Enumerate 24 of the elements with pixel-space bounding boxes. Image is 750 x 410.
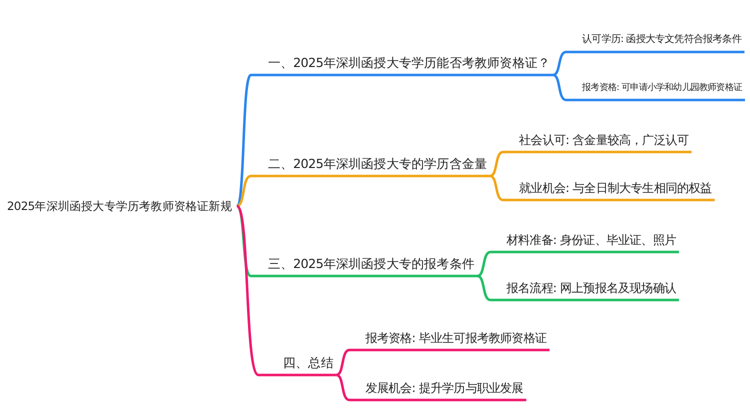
subtopic-text: 认可学历: 函授大专文凭符合报考条件	[579, 32, 744, 52]
branch-connector	[552, 50, 744, 76]
branch-connector	[236, 205, 336, 376]
branch-connector	[490, 150, 692, 178]
subtopic-text: 报考资格: 可申请小学和幼儿园教师资格证	[579, 80, 745, 100]
branch-connector	[336, 348, 550, 376]
subtopic-text: 社会认可: 含金量较高，广泛认可	[516, 132, 692, 152]
root-topic-text: 2025年深圳函授大专学历考教师资格证新规	[4, 198, 235, 218]
subtopic-text: 就业机会: 与全日制大专生相同的权益	[516, 180, 715, 200]
branch-topic-text: 三、2025年深圳函授大专的报考条件	[264, 256, 478, 276]
subtopic-text: 材料准备: 身份证、毕业证、照片	[504, 232, 679, 252]
branch-topic-text: 一、2025年深圳函授大专学历能否考教师资格证？	[264, 55, 554, 75]
branch-connector	[477, 274, 679, 302]
branch-connector	[552, 74, 745, 102]
branch-connector	[236, 174, 490, 208]
subtopic-text: 发展机会: 提升学历与职业发展	[362, 380, 526, 400]
branch-connector	[477, 250, 679, 278]
branch-topic-text: 四、总结	[280, 355, 336, 375]
subtopic-text: 报考资格: 毕业生可报考教师资格证	[362, 330, 550, 350]
branch-topic-text: 二、2025年深圳函授大专的学历含金量	[264, 156, 490, 176]
branch-connector	[336, 374, 526, 402]
branch-connector	[236, 74, 554, 207]
branch-connector	[490, 174, 715, 202]
subtopic-text: 报名流程: 网上预报名及现场确认	[504, 280, 679, 300]
